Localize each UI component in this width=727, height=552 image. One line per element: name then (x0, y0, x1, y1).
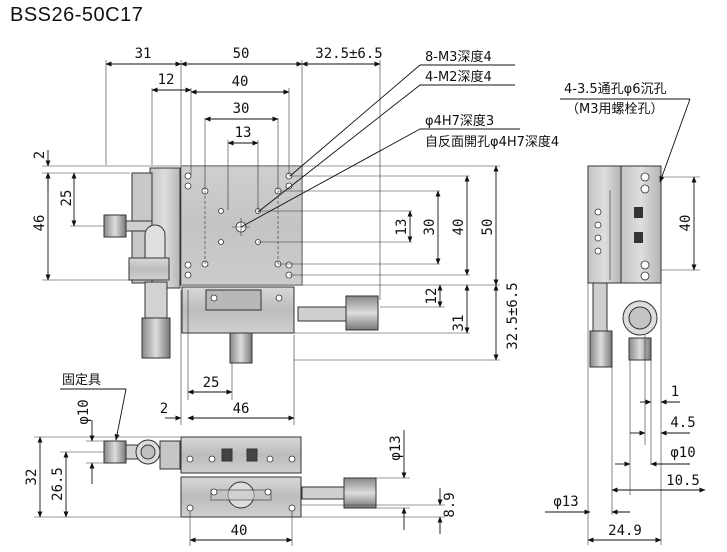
dim-25-left: 25 (59, 190, 75, 207)
side-view: 4-3.5通孔φ6沉孔 （M3用螺栓孔） 40 1 4.5 φ10 (545, 82, 706, 545)
dim-40-right: 40 (451, 219, 467, 236)
dim-325-right: 32.5±6.5 (505, 282, 521, 349)
dim-50-right: 50 (480, 219, 496, 236)
dim-30-top: 30 (233, 101, 250, 117)
dim-1-side: 1 (671, 384, 679, 400)
dim-40-front: 40 (231, 523, 248, 539)
dim-phi13-side: φ13 (553, 494, 578, 510)
dim-46-left: 46 (32, 215, 48, 232)
dim-31-right: 31 (451, 315, 467, 332)
dim-50-top: 50 (233, 46, 250, 62)
dim-13-top: 13 (235, 125, 252, 141)
front-view: 固定具 32 26.5 φ10 φ13 8.9 (24, 373, 458, 546)
dim-25-bottom: 25 (203, 375, 220, 391)
dim-89-front: 8.9 (442, 492, 458, 517)
page-title: BSS26-50C17 (10, 4, 144, 26)
dim-105-side: 10.5 (666, 473, 700, 489)
dim-249-side: 24.9 (608, 523, 642, 539)
dim-265-front: 26.5 (50, 467, 66, 501)
dim-30-right: 30 (422, 219, 438, 236)
dim-2-bottom: 2 (160, 401, 168, 417)
note-4-m2: 4-M2深度4 (425, 69, 492, 85)
dim-2-left: 2 (32, 151, 48, 159)
dim-phi10-front: φ10 (76, 399, 92, 424)
note-reverse-hole: 自反面開孔φ4H7深度4 (425, 134, 559, 150)
dim-32-front: 32 (24, 469, 40, 486)
dim-13-right: 13 (394, 219, 410, 236)
clamp-label: 固定具 (62, 373, 101, 388)
dim-phi10-side: φ10 (670, 445, 695, 461)
dim-46-bottom: 46 (233, 401, 250, 417)
dim-31-top: 31 (135, 46, 152, 62)
dim-45-side: 4.5 (670, 415, 695, 431)
note-through-hole: 4-3.5通孔φ6沉孔 (564, 82, 666, 97)
note-bolt-hole: （M3用螺栓孔） (566, 102, 664, 117)
dim-12-top: 12 (158, 72, 175, 88)
note-8-m3: 8-M3深度4 (425, 49, 492, 65)
top-view: 31 50 32.5±6.5 12 40 30 13 2 25 46 (32, 46, 559, 425)
dim-40-top: 40 (232, 74, 249, 90)
note-phi4h7: φ4H7深度3 (425, 113, 494, 129)
dim-phi13-front: φ13 (388, 435, 404, 460)
dim-325-top: 32.5±6.5 (315, 46, 382, 62)
dim-40-side: 40 (678, 215, 694, 232)
dim-12-right: 12 (424, 288, 440, 305)
